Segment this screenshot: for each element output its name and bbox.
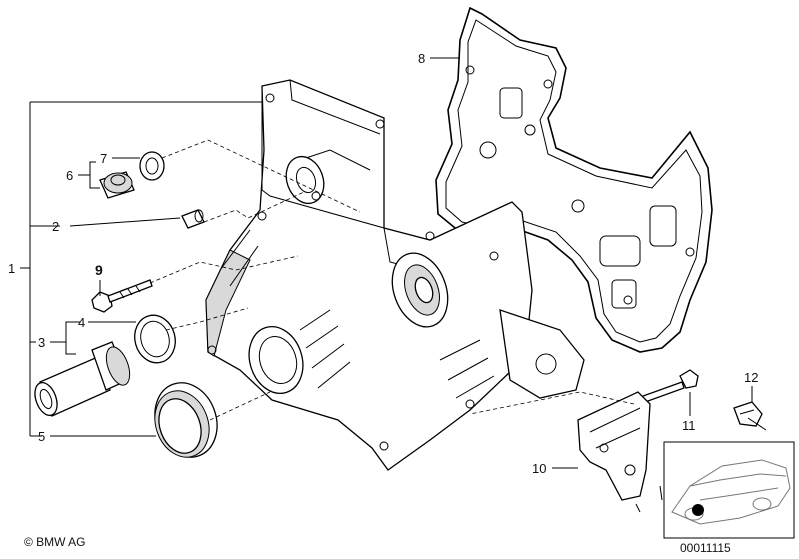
callout-11: 11 xyxy=(682,418,696,433)
timing-case-housing[interactable] xyxy=(205,79,585,471)
callout-12: 12 xyxy=(744,370,758,385)
callout-8: 8 xyxy=(418,51,425,66)
pipe-union[interactable] xyxy=(31,341,134,418)
callout-labels: 1 2 3 4 5 6 7 8 9 10 11 12 xyxy=(8,51,758,476)
cable-clip[interactable] xyxy=(733,401,767,431)
sealing-ring[interactable] xyxy=(139,151,165,181)
dowel-sleeve[interactable] xyxy=(181,209,205,229)
callout-10: 10 xyxy=(532,461,546,476)
diagram-number: 00011115 xyxy=(680,541,731,555)
callout-1: 1 xyxy=(8,261,15,276)
location-marker xyxy=(692,504,704,516)
shaft-seal[interactable] xyxy=(145,374,227,466)
o-ring[interactable] xyxy=(129,311,180,368)
callout-4: 4 xyxy=(78,315,85,330)
callout-3: 3 xyxy=(38,335,45,350)
callout-6: 6 xyxy=(66,168,73,183)
guide-lines xyxy=(149,139,635,421)
callout-9: 9 xyxy=(95,262,103,278)
leader-lines xyxy=(20,57,753,469)
vehicle-locator-inset xyxy=(663,441,795,539)
hex-bolt[interactable] xyxy=(91,279,153,313)
callout-5: 5 xyxy=(38,429,45,444)
callout-2: 2 xyxy=(52,219,59,234)
copyright-text: © BMW AG xyxy=(24,535,86,549)
timing-cover-gasket[interactable] xyxy=(435,6,713,353)
callout-7: 7 xyxy=(100,151,107,166)
screw-plug[interactable] xyxy=(99,171,135,199)
mounting-bracket[interactable] xyxy=(577,391,663,513)
